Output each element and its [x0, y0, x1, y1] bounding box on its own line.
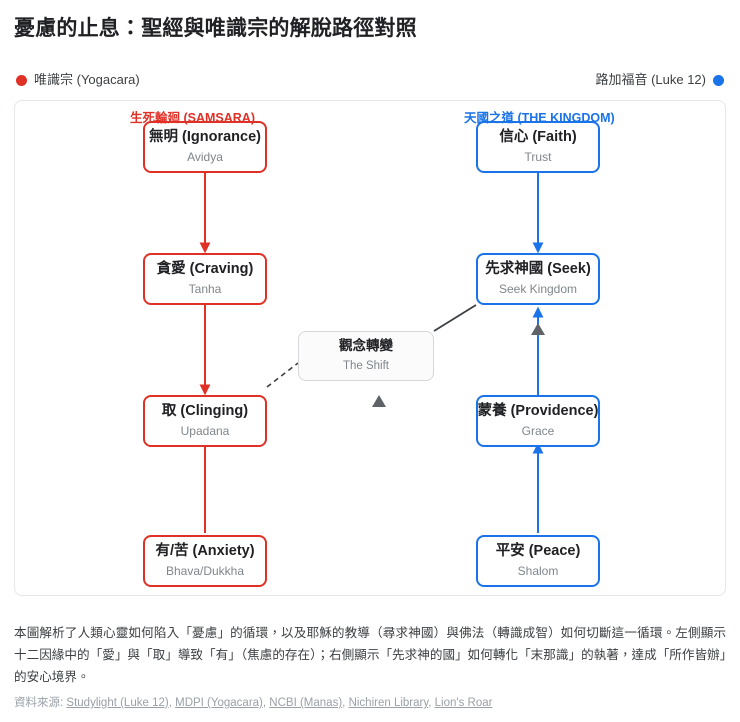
node-clinging[interactable]: 取 (Clinging) Upadana: [143, 395, 267, 447]
node-subtitle: Trust: [524, 150, 552, 165]
node-subtitle: Bhava/Dukkha: [165, 564, 245, 579]
node-subtitle: Shalom: [517, 564, 559, 579]
node-providence[interactable]: 蒙養 (Providence) Grace: [476, 395, 600, 447]
node-anxiety[interactable]: 有/苦 (Anxiety) Bhava/Dukkha: [143, 535, 267, 587]
node-subtitle: The Shift: [342, 359, 390, 372]
source-link[interactable]: NCBI (Manas): [269, 697, 343, 709]
node-title: 信心 (Faith): [499, 129, 577, 146]
triangle-marker-icon-right: [531, 323, 545, 335]
legend-label-luke: 路加福音 (Luke 12): [595, 72, 706, 87]
node-subtitle: Avidya: [187, 150, 223, 165]
node-title: 平安 (Peace): [495, 543, 581, 560]
node-title: 蒙養 (Providence): [477, 403, 599, 420]
node-title: 無明 (Ignorance): [149, 129, 261, 146]
sources-label: 資料來源:: [14, 697, 64, 709]
node-ignorance[interactable]: 無明 (Ignorance) Avidya: [143, 121, 267, 173]
node-seek[interactable]: 先求神國 (Seek) Seek Kingdom: [476, 253, 600, 305]
legend-label-yogacara: 唯識宗 (Yogacara): [34, 72, 140, 87]
node-subtitle: Tanha: [188, 282, 222, 297]
node-title: 先求神國 (Seek): [485, 261, 591, 278]
source-link[interactable]: Studylight (Luke 12): [66, 697, 169, 709]
sources-line: 資料來源: Studylight (Luke 12), MDPI (Yogaca…: [14, 694, 726, 710]
node-the-shift[interactable]: 觀念轉變 The Shift: [298, 331, 434, 381]
source-link[interactable]: MDPI (Yogacara): [175, 697, 263, 709]
node-craving[interactable]: 貪愛 (Craving) Tanha: [143, 253, 267, 305]
triangle-marker-icon-left: [372, 395, 386, 407]
legend-dot-icon-blue: [713, 74, 724, 86]
column-header-samsara: 生死輪廻 (SAMSARA): [130, 111, 255, 125]
diagram-canvas: Shift --> Seek --> 生死輪廻 (SAMSARA) 天國之道 (…: [15, 101, 725, 595]
diagram-description: 本圖解析了人類心靈如何陷入「憂慮」的循環，以及耶穌的教導（尋求神國）與佛法（轉識…: [14, 626, 726, 685]
node-title: 觀念轉變: [339, 338, 393, 354]
column-header-kingdom: 天國之道 (THE KINGDOM): [464, 111, 615, 125]
node-title: 有/苦 (Anxiety): [155, 543, 255, 560]
page-title: 憂慮的止息：聖經與唯識宗的解脫路徑對照: [14, 17, 417, 40]
legend: 唯識宗 (Yogacara) 路加福音 (Luke 12): [14, 70, 726, 90]
node-subtitle: Seek Kingdom: [498, 282, 578, 297]
legend-dot-icon-red: [16, 74, 27, 86]
node-title: 貪愛 (Craving): [156, 261, 254, 278]
legend-item-yogacara: 唯識宗 (Yogacara): [16, 70, 140, 90]
sources-links: Studylight (Luke 12), MDPI (Yogacara), N…: [66, 697, 493, 709]
legend-item-luke: 路加福音 (Luke 12): [595, 70, 724, 90]
node-subtitle: Grace: [521, 424, 555, 439]
node-subtitle: Upadana: [180, 424, 230, 439]
node-peace[interactable]: 平安 (Peace) Shalom: [476, 535, 600, 587]
source-link[interactable]: Nichiren Library: [348, 697, 429, 709]
source-link[interactable]: Lion's Roar: [434, 697, 493, 709]
node-title: 取 (Clinging): [161, 403, 249, 420]
node-faith[interactable]: 信心 (Faith) Trust: [476, 121, 600, 173]
diagram-card: Shift --> Seek --> 生死輪廻 (SAMSARA) 天國之道 (…: [14, 100, 726, 596]
